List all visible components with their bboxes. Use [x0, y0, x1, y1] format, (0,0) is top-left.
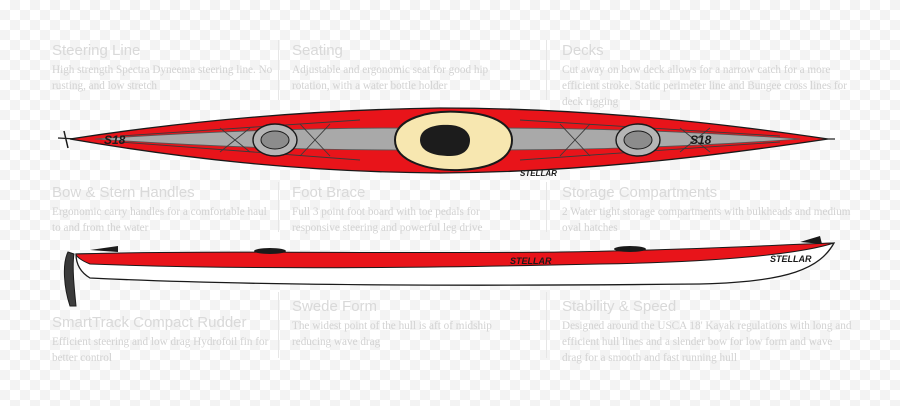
feature-description: Adjustable and ergonomic seat for good h… [292, 64, 489, 92]
deck-side [75, 242, 835, 269]
feature-description: Ergonomic carry handles for a comfortabl… [52, 206, 267, 234]
rudder [63, 251, 77, 307]
model-badge-bow: S18 [690, 133, 712, 147]
feature-foot-brace: Foot Brace Full 3 point foot board with … [292, 184, 517, 236]
divider [546, 182, 547, 232]
divider [278, 182, 279, 232]
divider [278, 40, 279, 100]
kayak-top-view: S18 S18 STELLAR [57, 107, 835, 178]
model-badge-stern: S18 [104, 133, 126, 147]
feature-seating: Seating Adjustable and ergonomic seat fo… [292, 42, 517, 94]
feature-title: Bow & Stern Handles [52, 184, 195, 201]
feature-title: Foot Brace [292, 184, 366, 201]
feature-title: SmartTrack Compact Rudder [52, 314, 247, 331]
feature-description: 2 Water tight storage compartments with … [562, 206, 851, 234]
logo-side-white: STELLAR [770, 254, 812, 264]
feature-title: Storage Compartments [562, 184, 718, 201]
feature-bow-stern-handles: Bow & Stern Handles Ergonomic carry hand… [52, 184, 277, 236]
logo-top: STELLAR [520, 169, 557, 178]
feature-title: Stability & Speed [562, 298, 677, 315]
feature-title: Swede Form [292, 298, 378, 315]
feature-title: Steering Line [52, 42, 141, 59]
logo-side-red: STELLAR [510, 256, 552, 266]
feature-title: Decks [562, 42, 604, 59]
feature-rudder: SmartTrack Compact Rudder Efficient stee… [52, 314, 272, 366]
feature-title: Seating [292, 42, 343, 59]
feature-description: Designed around the USCA 18' Kayak regul… [562, 320, 852, 364]
feature-description: Full 3 point foot board with toe pedals … [292, 206, 483, 234]
feature-stability-speed: Stability & Speed Designed around the US… [562, 298, 854, 366]
feature-steering-line: Steering Line High strength Spectra Dyne… [52, 42, 277, 94]
divider [278, 292, 279, 358]
feature-description: Efficient steering and low drag Hydrofoi… [52, 336, 269, 364]
feature-description: High strength Spectra Dyneema steering l… [52, 64, 273, 92]
feature-description: The widest point of the hull is aft of m… [292, 320, 492, 348]
feature-storage-compartments: Storage Compartments 2 Water tight stora… [562, 184, 854, 236]
divider [546, 40, 547, 100]
divider [546, 292, 547, 358]
feature-description: Cut away on bow deck allows for a narrow… [562, 64, 847, 108]
feature-swede-form: Swede Form The widest point of the hull … [292, 298, 517, 350]
feature-decks: Decks Cut away on bow deck allows for a … [562, 42, 854, 110]
kayak-side-view: STELLAR STELLAR [63, 236, 836, 307]
